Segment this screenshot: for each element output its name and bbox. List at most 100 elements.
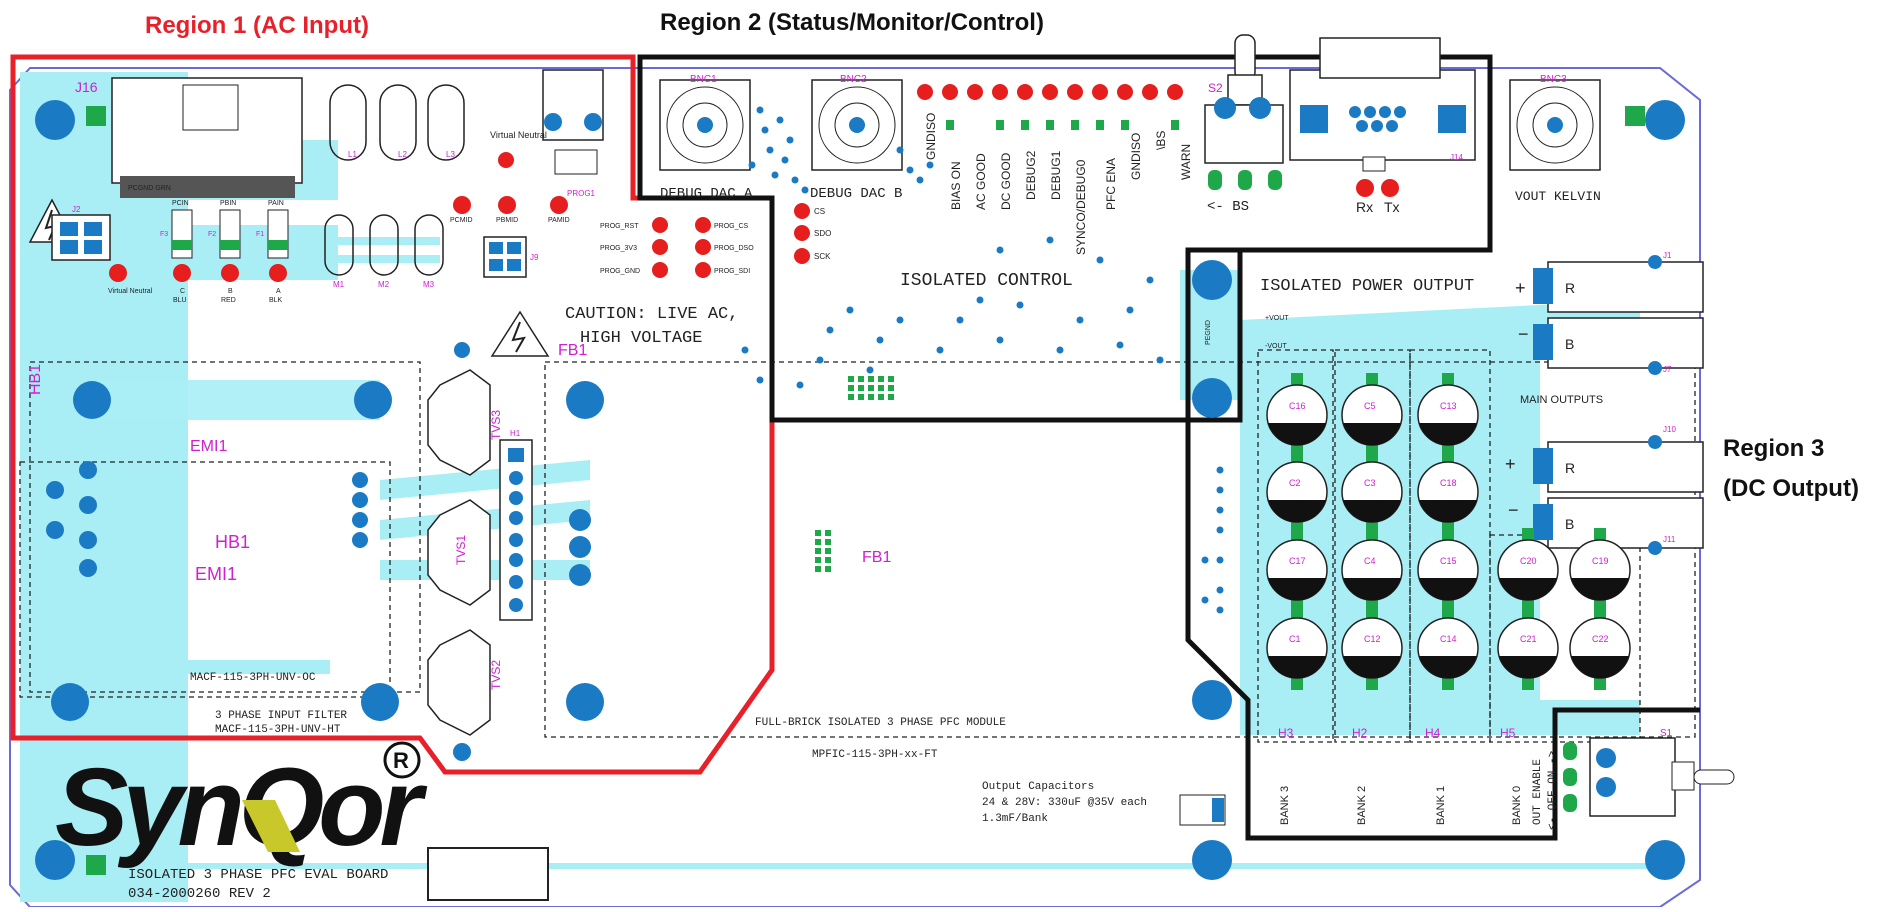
via: [826, 326, 834, 334]
module-outlines: [19, 349, 1696, 743]
vout-kelvin-label: VOUT KELVIN: [1515, 189, 1601, 204]
prog1-pad: [584, 113, 602, 131]
caution-line-2: HIGH VOLTAGE: [580, 329, 702, 348]
s1-toggle-switch: [1563, 737, 1735, 817]
capacitor: C17: [1266, 528, 1328, 612]
hb1-label-vertical: HB1: [27, 364, 44, 395]
capacitor-label: C19: [1592, 556, 1609, 566]
output-caps-spec: 24 & 28V: 330uF @35V each: [982, 797, 1147, 809]
via: [1146, 276, 1154, 284]
m-labels: M1 M2 M3: [333, 280, 435, 289]
green-via: [858, 376, 864, 382]
via: [906, 166, 914, 174]
svg-text:SynQor: SynQor: [55, 746, 427, 869]
capacitor: C20: [1497, 528, 1559, 612]
via: [771, 171, 779, 179]
via: [1216, 556, 1224, 564]
capacitor: C14: [1417, 606, 1479, 690]
board-title: ISOLATED 3 PHASE PFC EVAL BOARD: [128, 867, 388, 883]
svg-text:GNDISO: GNDISO: [1129, 133, 1143, 180]
output-caps-bank: 1.3mF/Bank: [982, 813, 1048, 825]
svg-text:B: B: [1565, 336, 1574, 352]
synqor-logo: SynQor R: [55, 741, 433, 869]
capacitor-label: C5: [1364, 401, 1376, 411]
j2-label: J2: [72, 205, 81, 214]
hv-warning-icon: [490, 310, 550, 357]
capacitor-label: C4: [1364, 556, 1376, 566]
svg-text:+: +: [1515, 278, 1526, 298]
green-via: [815, 530, 821, 536]
region-2-title: Region 2 (Status/Monitor/Control): [660, 9, 1044, 36]
h1-header: [499, 439, 533, 621]
capacitor-label: C14: [1440, 634, 1457, 644]
region-3-subtitle: (DC Output): [1723, 475, 1859, 502]
svg-text:PAMID: PAMID: [548, 217, 570, 224]
svg-text:PROG_GND: PROG_GND: [600, 268, 640, 275]
s2-label: S2: [1208, 81, 1223, 95]
filter-pads: [46, 342, 604, 761]
isolated-power-output-label: ISOLATED POWER OUTPUT: [1260, 277, 1474, 296]
svg-text:DC GOOD: DC GOOD: [999, 152, 1013, 210]
status-leds: [917, 84, 1183, 100]
emi1-label: EMI1: [195, 564, 237, 584]
bnc3-connector: [1509, 79, 1601, 171]
svg-text:M3: M3: [423, 280, 435, 289]
s1-label: S1: [1660, 728, 1673, 739]
via: [1216, 526, 1224, 534]
j9-label: J9: [530, 253, 539, 262]
svg-text:RED: RED: [221, 297, 236, 304]
svg-text:PROG_3V3: PROG_3V3: [600, 245, 637, 252]
bnc1-connector: [659, 79, 751, 171]
svg-text:DEBUG1: DEBUG1: [1049, 150, 1063, 200]
debug-dac-a-label: DEBUG DAC A: [660, 186, 753, 202]
green-via: [878, 394, 884, 400]
virtual-neutral-label: Virtual Neutral: [490, 130, 547, 140]
svg-text:−: −: [1518, 324, 1529, 344]
green-via: [848, 394, 854, 400]
svg-text:SDO: SDO: [814, 229, 831, 238]
svg-text:PBMID: PBMID: [496, 217, 518, 224]
via: [896, 316, 904, 324]
out-enable-label: OUT ENABLE: [1532, 759, 1544, 825]
via: [876, 336, 884, 344]
capacitor: C12: [1341, 606, 1403, 690]
jack-labels: J1 J7 J10 J11: [1663, 251, 1676, 544]
board-part-number: 034-2000260 REV 2: [128, 886, 271, 902]
via: [1126, 306, 1134, 314]
region-2-pegnd-box: [1185, 247, 1243, 423]
label-blank-box: [427, 847, 549, 901]
capacitor: C3: [1341, 450, 1403, 534]
svg-text:BLU: BLU: [173, 297, 187, 304]
capacitor-label: C20: [1520, 556, 1537, 566]
terminal-labels: R B R B + − + −: [1505, 278, 1575, 532]
green-via: [878, 376, 884, 382]
svg-text:PCMID: PCMID: [450, 217, 473, 224]
bank-labels: BANK 3 BANK 2 BANK 1 BANK 0: [1279, 786, 1523, 825]
via: [816, 356, 824, 364]
fb1-label: FB1: [862, 549, 891, 566]
via: [996, 336, 1004, 344]
capacitor-label: C22: [1592, 634, 1609, 644]
tx-led: [1381, 179, 1399, 197]
tvs3-label: TVS3: [489, 410, 503, 440]
svg-text:BANK 1: BANK 1: [1435, 786, 1447, 825]
fb1-label-top: FB1: [558, 342, 587, 359]
green-via: [825, 548, 831, 554]
m-coils: [324, 214, 444, 276]
capacitor-label: C3: [1364, 478, 1376, 488]
via: [741, 346, 749, 354]
svg-text:L2: L2: [398, 150, 407, 159]
via: [1201, 596, 1209, 604]
via: [926, 161, 934, 169]
prog1-label: PROG1: [567, 189, 596, 198]
via: [1201, 556, 1209, 564]
svg-text:PROG_SDI: PROG_SDI: [714, 268, 750, 275]
via: [1216, 486, 1224, 494]
filter-title-label: 3 PHASE INPUT FILTER: [215, 710, 347, 722]
svg-text:A: A: [276, 288, 281, 295]
via: [1216, 586, 1224, 594]
j9-pins: [489, 242, 521, 271]
svg-text:BIAS ON: BIAS ON: [949, 161, 963, 210]
